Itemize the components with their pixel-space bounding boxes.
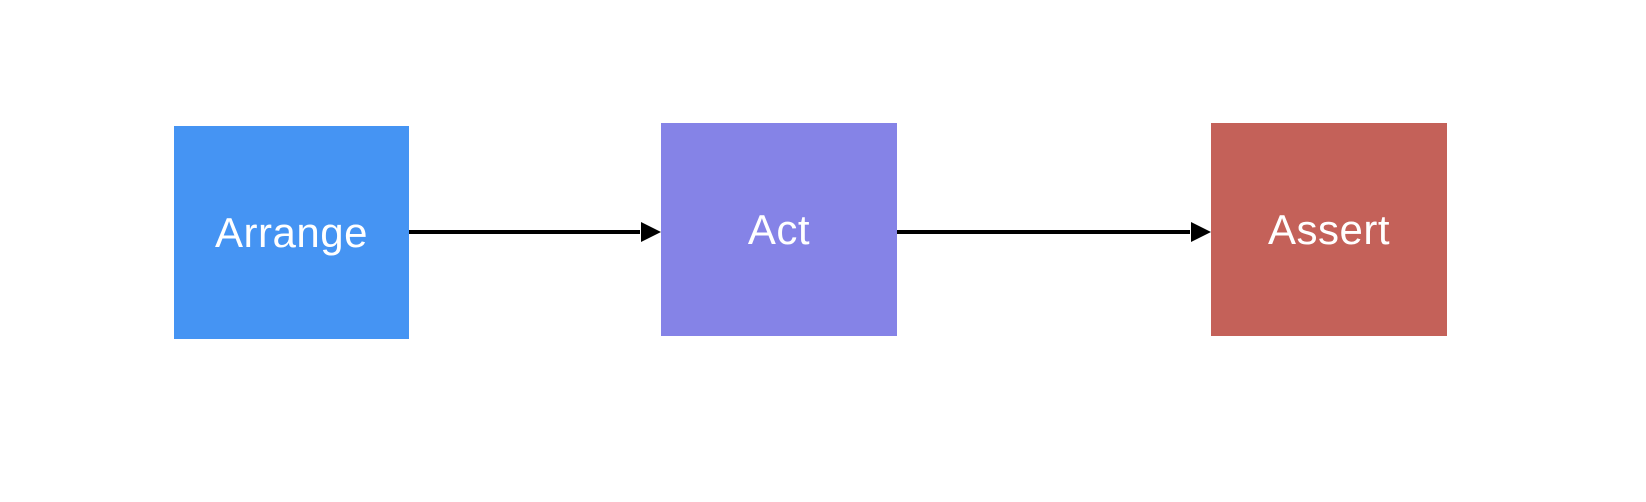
edge-act-to-assert <box>897 222 1211 242</box>
arrowhead-icon <box>641 222 661 242</box>
edge-arrange-to-act <box>409 222 661 242</box>
node-act: Act <box>661 123 897 336</box>
node-assert: Assert <box>1211 123 1447 336</box>
node-arrange: Arrange <box>174 126 409 339</box>
arrowhead-icon <box>1191 222 1211 242</box>
node-act-label: Act <box>747 205 811 253</box>
node-arrange-label: Arrange <box>215 208 368 256</box>
node-assert-label: Assert <box>1267 205 1391 253</box>
